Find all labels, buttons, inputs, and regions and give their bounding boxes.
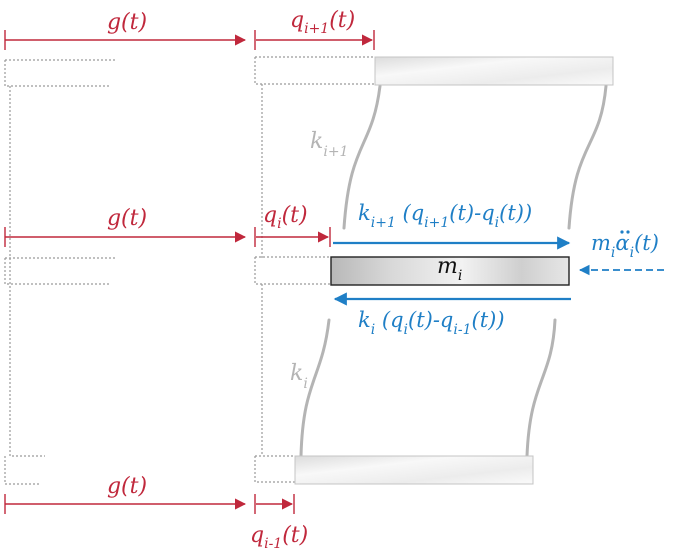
q-upper-label: qi+1(t)	[290, 8, 355, 37]
ground-frame-left-column	[4, 59, 115, 485]
springs	[299, 84, 608, 458]
k-upper-label: ki+1	[310, 129, 348, 160]
displacement-arrows	[5, 34, 374, 510]
ground-frame-left-mid	[4, 257, 115, 285]
inertia-label: miαi(t)	[591, 230, 659, 261]
g-top-label: g(t)	[107, 10, 147, 35]
upper-right-column-spring	[567, 84, 608, 230]
g-mid-label: g(t)	[107, 206, 147, 231]
force-lower-label: ki (qi(t)-qi-1(t))	[358, 308, 505, 338]
reference-frame-dotted	[4, 56, 375, 485]
double-dot-left	[620, 230, 624, 234]
svg-text:miαi(t): miαi(t)	[591, 231, 659, 261]
frame-mid-left-slab-outline	[254, 256, 330, 285]
lower-right-column-spring	[525, 318, 557, 458]
force-arrows	[333, 236, 664, 306]
double-dot-right	[626, 230, 630, 234]
q-lower-label: qi-1(t)	[250, 523, 308, 552]
lower-floor-slab	[294, 455, 534, 485]
frame-lower-left-slab-outline	[254, 455, 295, 483]
g-bottom-label: g(t)	[107, 474, 147, 499]
mass-label: mi	[437, 254, 462, 284]
upper-floor-slab	[374, 56, 614, 86]
upper-left-column-spring	[342, 84, 382, 230]
lower-left-column-spring	[299, 318, 331, 458]
frame-upper-left-slab-outline	[254, 56, 375, 85]
dimension-ticks	[4, 30, 375, 514]
mass-slab	[330, 256, 570, 286]
k-lower-label: ki	[290, 361, 308, 392]
force-upper-label: ki+1 (qi+1(t)-qi(t))	[358, 201, 532, 231]
q-mid-label: qi(t)	[263, 203, 308, 232]
